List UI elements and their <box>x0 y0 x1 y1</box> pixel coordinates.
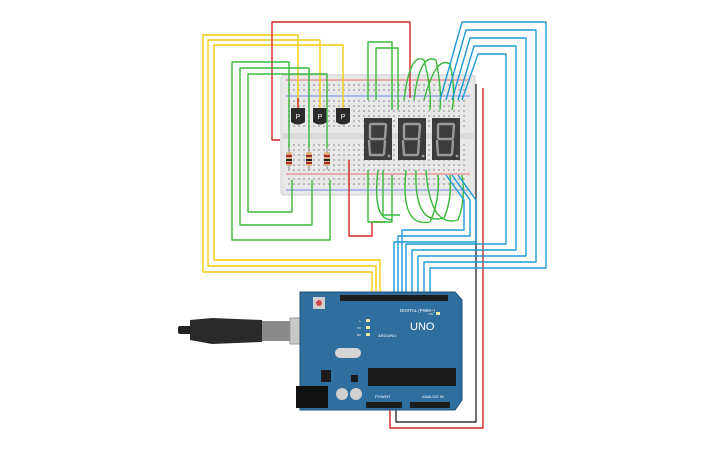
analog-header[interactable] <box>410 402 450 408</box>
transistor-2[interactable]: P <box>313 108 327 125</box>
power-label: POWER <box>375 394 390 399</box>
blue-wires[interactable] <box>393 21 547 300</box>
resistor-1[interactable] <box>286 148 292 170</box>
led-tx-label: TX <box>357 326 361 330</box>
board-logo: UNO <box>410 321 435 333</box>
resistor-2[interactable] <box>306 148 312 170</box>
power-header[interactable] <box>366 402 402 408</box>
digital-header[interactable] <box>340 295 448 301</box>
seven-segment-display-2[interactable] <box>398 118 426 160</box>
analog-label: ANALOG IN <box>422 394 444 399</box>
seven-segment-display-3[interactable] <box>432 118 460 160</box>
digital-label: DIGITAL (PWM~) <box>400 308 435 313</box>
black-wires[interactable] <box>395 84 477 423</box>
transistor-label: P <box>296 114 301 121</box>
led-l-label: L <box>359 319 361 323</box>
arduino-uno-board[interactable]: L TX RX ON DIGITAL (PWM~) UNO ARDUINO PO… <box>296 291 463 411</box>
power-jack-icon[interactable] <box>296 386 328 408</box>
yellow-wires[interactable] <box>202 34 381 300</box>
transistor-label: P <box>341 114 346 121</box>
resistor-3[interactable] <box>324 148 330 170</box>
led-on-label: ON <box>429 312 434 316</box>
wires[interactable] <box>202 21 547 429</box>
board-brand: ARDUINO <box>378 333 396 338</box>
microcontroller-chip-icon <box>368 368 456 386</box>
transistor-1[interactable]: P <box>291 108 305 125</box>
red-wires[interactable] <box>271 21 484 429</box>
led-rx-label: RX <box>357 333 361 337</box>
transistor-3[interactable]: P <box>336 108 350 125</box>
seven-segment-display-1[interactable] <box>364 118 392 160</box>
transistor-label: P <box>318 114 323 121</box>
